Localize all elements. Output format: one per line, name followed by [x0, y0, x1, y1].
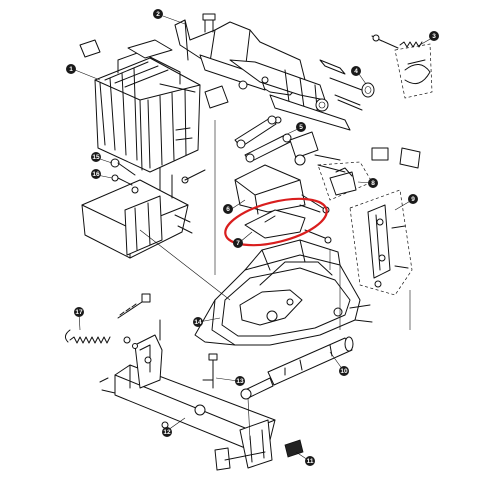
- callout-16: 16: [91, 169, 101, 179]
- lower-axle-frame: [99, 334, 276, 471]
- callout-4: 4: [351, 66, 361, 76]
- svg-text:7: 7: [236, 240, 240, 247]
- callout-6: 6: [223, 204, 233, 214]
- callout-11: 11: [305, 456, 315, 466]
- callout-3: 3: [429, 31, 439, 41]
- svg-text:2: 2: [156, 11, 160, 18]
- explode-guide-lines: [139, 120, 411, 441]
- callout-15: 15: [91, 152, 101, 162]
- svg-text:4: 4: [354, 68, 358, 75]
- spring-17: [64, 293, 161, 349]
- callout-14: 14: [193, 317, 203, 327]
- svg-text:17: 17: [75, 309, 83, 316]
- callout-10: 10: [339, 366, 349, 376]
- callout-2: 2: [153, 9, 163, 19]
- link-arms: [234, 115, 421, 173]
- svg-text:11: 11: [307, 458, 314, 465]
- svg-text:8: 8: [371, 180, 375, 187]
- bushing-part: [329, 77, 375, 98]
- svg-text:6: 6: [226, 206, 230, 213]
- svg-text:10: 10: [340, 368, 348, 375]
- svg-text:16: 16: [92, 171, 100, 178]
- callout-1: 1: [66, 64, 76, 74]
- svg-text:3: 3: [432, 33, 436, 40]
- callout-17: 17: [74, 307, 84, 317]
- svg-text:13: 13: [236, 378, 244, 385]
- battery-cover-box: [79, 39, 229, 173]
- svg-text:5: 5: [299, 124, 303, 131]
- callout-5: 5: [296, 122, 306, 132]
- lift-arm-frame: [194, 239, 373, 346]
- vertical-bracket-assembly: [349, 189, 413, 296]
- top-frame-bracket: [174, 13, 363, 131]
- hydraulic-cylinder: [240, 336, 354, 400]
- svg-text:9: 9: [411, 196, 415, 203]
- bolt-13: [202, 353, 218, 389]
- svg-text:12: 12: [163, 429, 171, 436]
- bushing-11: [284, 439, 304, 458]
- svg-text:15: 15: [92, 154, 100, 161]
- callout-8: 8: [368, 178, 378, 188]
- highlight-ring-part-7: [224, 197, 328, 247]
- callout-9: 9: [408, 194, 418, 204]
- callout-badges: 1 2 3 4 5 6 7 8 9 10 11 12 13 14 15 16 1…: [66, 9, 439, 466]
- callout-12: 12: [162, 427, 172, 437]
- svg-text:14: 14: [194, 319, 202, 326]
- spring-pin-detail: [371, 34, 433, 99]
- damper-mount: [317, 161, 373, 201]
- callout-13: 13: [235, 376, 245, 386]
- svg-text:1: 1: [69, 66, 73, 73]
- bracket-plate-assembly: [234, 164, 332, 244]
- callout-7: 7: [233, 238, 243, 248]
